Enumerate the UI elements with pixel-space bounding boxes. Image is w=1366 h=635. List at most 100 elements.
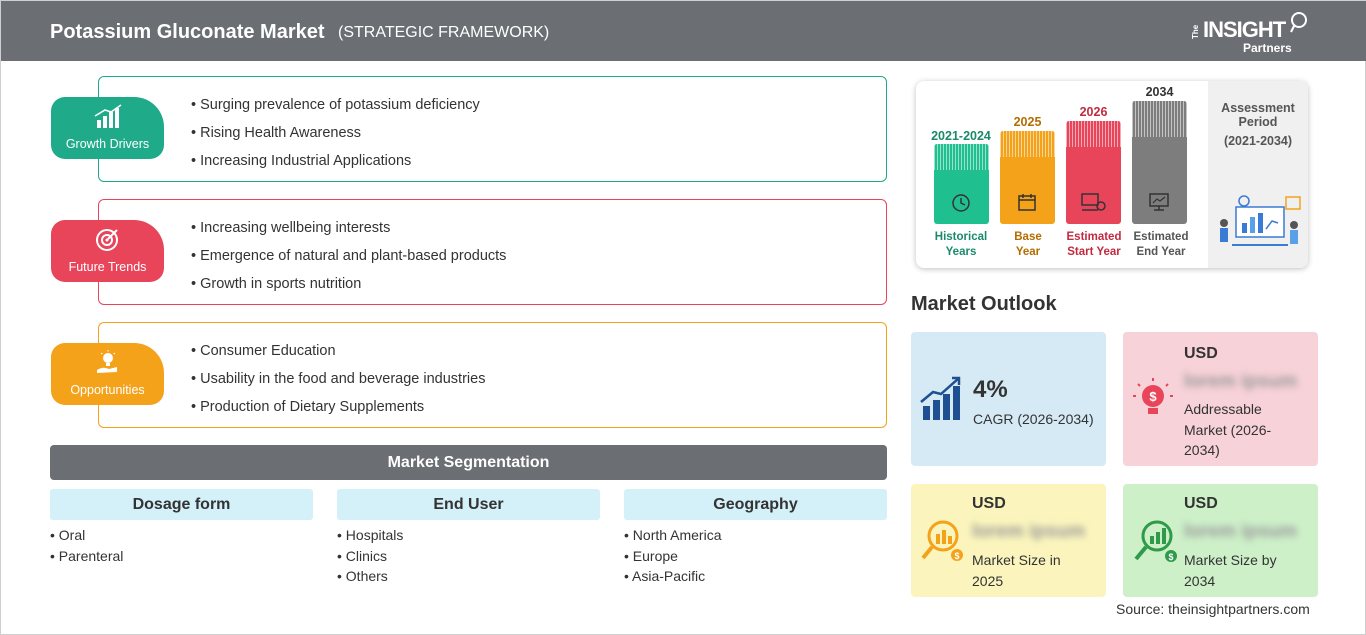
- future-trend-item: Growth in sports nutrition: [191, 274, 506, 302]
- future-trend-item: Emergence of natural and plant-based pro…: [191, 246, 506, 274]
- magnifier-chart-icon: $: [921, 520, 963, 561]
- segment-item: Asia-Pacific: [624, 568, 887, 589]
- segment-header: Dosage form: [50, 489, 313, 520]
- caption-line: Start Year: [1067, 246, 1121, 258]
- logo-the: The: [1191, 24, 1200, 39]
- addressable-currency: USD: [1184, 345, 1218, 362]
- history-icon: [952, 194, 970, 212]
- opportunities-box: Consumer Education Usability in the food…: [98, 322, 887, 428]
- header-bar: Potassium Gluconate Market (STRATEGIC FR…: [1, 1, 1366, 61]
- timeline-year: 2026: [1079, 105, 1108, 119]
- timeline-bar-historical: [934, 144, 989, 224]
- label-line: Addressable: [1184, 401, 1262, 417]
- analytics-people-icon: [1220, 195, 1301, 246]
- timeline-year: 2025: [1013, 115, 1042, 129]
- growth-driver-item: Rising Health Awareness: [191, 123, 480, 151]
- future-trend-item: Increasing wellbeing interests: [191, 218, 506, 246]
- future-trends-box: Increasing wellbeing interests Emergence…: [98, 199, 887, 305]
- caption-line: Estimated: [1133, 231, 1189, 243]
- market-segmentation-title: Market Segmentation: [50, 445, 887, 480]
- target-icon: [96, 229, 118, 251]
- timeline-year: 2021-2024: [931, 129, 991, 143]
- opportunities-badge: Opportunities: [51, 343, 164, 405]
- growth-chart-icon: [94, 104, 122, 128]
- timeline-bar-end: [1132, 101, 1187, 224]
- segment-geography: Geography North America Europe Asia-Paci…: [624, 489, 887, 589]
- label-line: 2034: [1184, 572, 1216, 589]
- page-title: Potassium Gluconate Market: [50, 21, 325, 43]
- market-size-2034-tile: USD lorem ipsum $ Market Size by 2034: [1123, 484, 1318, 597]
- cagr-tile: 4% CAGR (2026-2034): [911, 332, 1106, 466]
- growth-drivers-box: Surging prevalence of potassium deficien…: [98, 76, 887, 182]
- page-subtitle: (STRATEGIC FRAMEWORK): [338, 24, 550, 41]
- magnifier-growth-icon: $: [1134, 520, 1177, 562]
- opportunity-item: Usability in the food and beverage indus…: [191, 369, 485, 397]
- caption-line: Historical: [934, 231, 988, 243]
- future-trends-badge: Future Trends: [51, 220, 164, 282]
- label-line: Market Size by: [1184, 552, 1277, 568]
- caption-line: End Year: [1136, 246, 1186, 258]
- timeline-bar-start: [1066, 121, 1121, 224]
- caption-line: Base: [1014, 231, 1042, 243]
- assessment-period-panel: Assessment Period (2021-2034): [1208, 81, 1308, 268]
- market-outlook-title: Market Outlook: [911, 293, 1057, 315]
- segment-header: End User: [337, 489, 600, 520]
- growth-driver-item: Increasing Industrial Applications: [191, 151, 480, 179]
- label-line: Market (2026-: [1184, 421, 1272, 438]
- size-2025-value: lorem ipsum: [972, 521, 1085, 542]
- presentation-icon: [1081, 193, 1106, 211]
- source-note: Source: theinsightpartners.com: [1116, 601, 1310, 617]
- bar-growth-icon: [920, 376, 961, 420]
- size-2034-currency: USD: [1184, 495, 1218, 512]
- size-2034-value: lorem ipsum: [1184, 521, 1297, 542]
- segment-item: North America: [624, 527, 887, 548]
- svg-text:$: $: [954, 551, 959, 561]
- timeline-bar-base: [1000, 131, 1055, 224]
- segment-item: Parenteral: [50, 548, 313, 569]
- future-trends-label: Future Trends: [68, 260, 147, 274]
- segment-item: Clinics: [337, 548, 600, 569]
- lightbulb-hand-icon: [97, 350, 117, 373]
- label-line: Market Size in: [972, 552, 1061, 568]
- segment-header: Geography: [624, 489, 887, 520]
- segment-item: Hospitals: [337, 527, 600, 548]
- growth-drivers-label: Growth Drivers: [65, 137, 150, 151]
- caption-line: Years: [945, 246, 977, 258]
- cagr-label: CAGR (2026-2034): [973, 411, 1094, 427]
- logo-mark-icon: [1290, 12, 1307, 33]
- caption-line: Estimated: [1066, 231, 1122, 243]
- assessment-period: (2021-2034): [1223, 134, 1293, 148]
- svg-text:$: $: [1149, 389, 1157, 404]
- label-line: 2034): [1184, 442, 1220, 458]
- svg-text:$: $: [1168, 552, 1173, 562]
- cagr-value: 4%: [973, 376, 1008, 403]
- size-2025-currency: USD: [972, 495, 1006, 512]
- segment-dosage-form: Dosage form Oral Parenteral: [50, 489, 313, 568]
- caption-line: Year: [1015, 246, 1041, 258]
- assessment-title: Assessment Period: [1221, 101, 1295, 129]
- growth-drivers-badge: Growth Drivers: [51, 97, 164, 159]
- calendar-icon: [1018, 194, 1036, 211]
- segment-item: Europe: [624, 548, 887, 569]
- segment-end-user: End User Hospitals Clinics Others: [337, 489, 600, 589]
- segment-item: Others: [337, 568, 600, 589]
- opportunity-item: Consumer Education: [191, 341, 485, 369]
- addressable-value: lorem ipsum: [1184, 371, 1297, 392]
- segment-item: Oral: [50, 527, 313, 548]
- timeline-year: 2034: [1145, 85, 1174, 99]
- insight-partners-logo: The INSIGHT Partners: [1191, 11, 1311, 55]
- logo-insight: INSIGHT: [1203, 17, 1286, 42]
- dollar-bulb-icon: $: [1133, 378, 1173, 414]
- growth-driver-item: Surging prevalence of potassium deficien…: [191, 95, 480, 123]
- opportunities-label: Opportunities: [70, 383, 145, 397]
- size-2034-label: Market Size by 2034: [1184, 550, 1277, 591]
